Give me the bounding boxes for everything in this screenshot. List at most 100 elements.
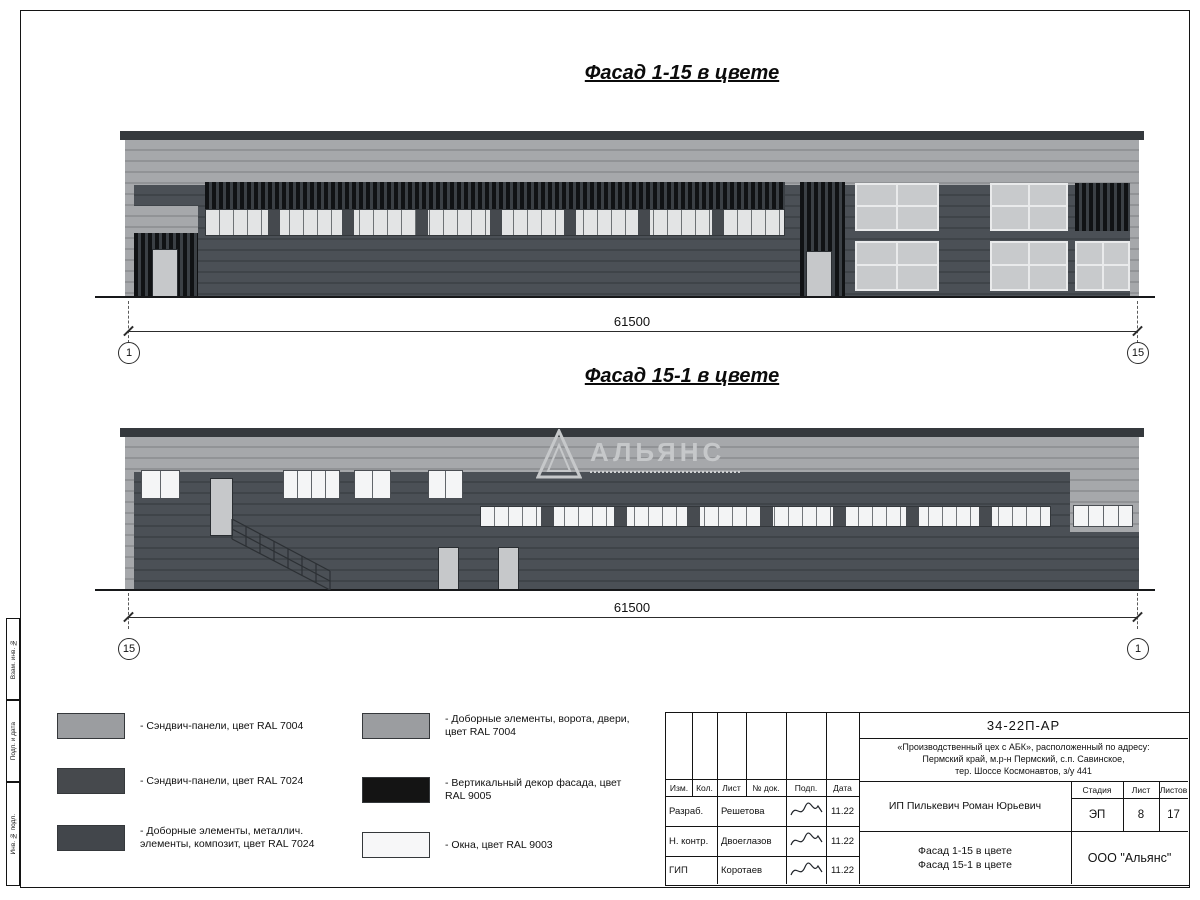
legend-swatch [57,825,125,851]
legend-swatch [362,713,430,739]
ground-line [95,296,1155,298]
title-block-line [1071,781,1072,884]
stair-door [210,478,233,536]
project-line: Пермский край, м.р-н Пермский, с.п. Сави… [922,754,1125,764]
col-header-doc: № док. [752,782,780,793]
panel-light [125,140,1139,185]
dimension-value: 61500 [613,314,651,329]
title-block-line [746,713,747,796]
window-ribbon [205,209,785,236]
sheets-total: 17 [1167,808,1180,821]
legend-label: - Доборные элементы, ворота, двери, цвет… [445,713,630,738]
facade-2-title: Фасад 15-1 в цвете [584,365,780,387]
window-ribbon [480,506,1051,527]
roof-cap [120,428,1144,437]
row-date: 11.22 [830,864,855,876]
signature [790,832,823,846]
entrance-door [152,249,178,298]
sheet-label: Лист [1131,784,1151,795]
legend-swatch [362,777,430,803]
company-name: ООО "Альянс" [1087,850,1172,865]
sheets-label: Листов [1159,784,1188,795]
abk-window [1075,241,1130,291]
axis-bubble-15: 15 [118,638,140,660]
sheet-title-line: Фасад 1-15 в цвете [918,844,1012,857]
col-header-kol: Кол. [696,782,713,793]
frame-box-inv: Инв. № подл. [6,782,20,886]
legend-swatch [57,713,125,739]
facade-1-drawing [120,131,1144,298]
panel-light [125,437,1139,472]
stage-value: ЭП [1088,808,1106,821]
facade-1-title: Фасад 1-15 в цвете [584,62,780,84]
frame-box-vzam: Взам. инв. № [6,618,20,700]
abk-window [990,241,1068,291]
signature [790,862,823,876]
sheet-number: 8 [1137,808,1145,821]
row-name: Коротаев [721,864,763,876]
row-role: ГИП [669,864,688,876]
window [428,470,463,499]
legend-label: - Сэндвич-панели, цвет RAL 7004 [140,719,304,732]
title-block-line [666,796,859,797]
axis-bubble-1: 1 [118,342,140,364]
title-block-line [786,713,787,884]
legend-swatch [57,768,125,794]
abk-window [855,183,939,231]
dimension-line [128,331,1137,332]
axis-bubble-15: 15 [1127,342,1149,364]
window [1073,505,1133,527]
col-header-data: Дата [833,782,852,793]
legend-label: - Доборные элементы, металлич. элементы,… [140,825,315,850]
axis-bubble-1: 1 [1127,638,1149,660]
col-header-list: Лист [722,782,741,793]
title-block-line [666,826,859,827]
legend-swatch [362,832,430,858]
frame-label: Инв. № подл. [9,813,17,855]
title-block: 34-22П-АР «Производственный цех с АБК», … [665,712,1190,886]
col-header-podp: Подп. [794,782,818,793]
sheet-title-line: Фасад 15-1 в цвете [918,858,1012,871]
watermark-subtitle [590,471,740,473]
frame-label: Подп. и дата [9,721,17,761]
title-block-line [692,713,693,796]
alliance-logo-icon [536,429,582,479]
row-name: Решетова [721,805,765,817]
door [806,251,832,298]
title-block-line [859,713,860,884]
sheet-title: Фасад 1-15 в цвете Фасад 15-1 в цвете [861,831,1069,884]
col-header-izm: Изм. [669,782,689,793]
frame-label: Взам. инв. № [9,638,17,680]
abk-window [855,241,939,291]
title-block-line [666,779,859,780]
watermark: АЛЬЯНС [536,429,740,479]
frame-box-podp: Подп. и дата [6,700,20,782]
corner-trim [1130,140,1139,298]
project-line: тер. Шоссе Космонавтов, з/у 441 [955,766,1092,776]
row-date: 11.22 [830,805,855,817]
title-block-line [717,713,718,884]
row-role: Разраб. [669,805,704,817]
client-name: ИП Пилькевич Роман Юрьевич [888,800,1042,812]
door [438,547,459,590]
stair-railing [231,518,331,590]
row-role: Н. контр. [669,835,709,847]
corner-trim [125,437,134,590]
legend-label: - Окна, цвет RAL 9003 [445,838,553,851]
document-code: 34-22П-АР [986,718,1061,733]
window [141,470,180,499]
project-description: «Производственный цех с АБК», расположен… [861,739,1186,779]
watermark-text: АЛЬЯНС [590,437,726,467]
dimension-line [128,617,1137,618]
abk-window [990,183,1068,231]
row-date: 11.22 [830,835,855,847]
title-block-line [1123,781,1124,831]
decor-band [205,182,785,209]
legend-label: - Сэндвич-панели, цвет RAL 7024 [140,774,304,787]
legend: - Сэндвич-панели, цвет RAL 7004 - Сэндвич… [57,713,677,883]
title-block-line [859,781,1188,782]
stage-label: Стадия [1082,784,1112,795]
row-name: Двоеглазов [721,835,772,847]
title-block-line [859,831,1188,832]
signature [790,802,823,816]
